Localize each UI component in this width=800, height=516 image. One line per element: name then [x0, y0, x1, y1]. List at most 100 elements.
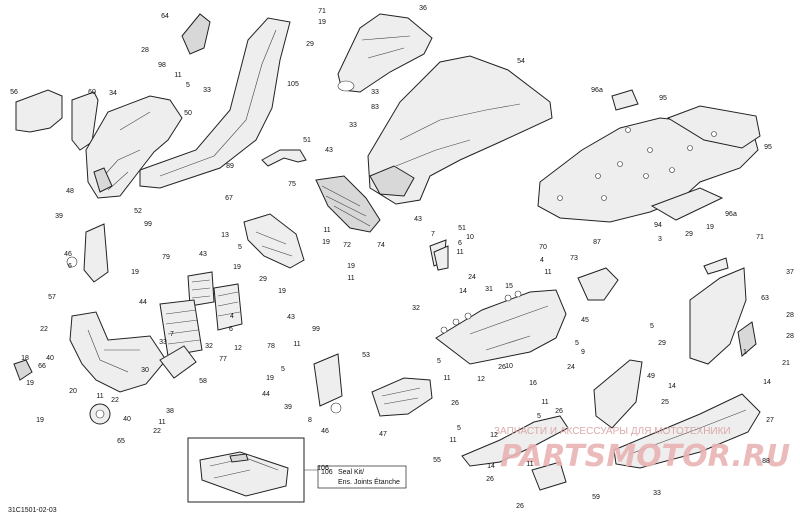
callout-label: 11: [456, 249, 463, 256]
callout-label: 20: [69, 388, 77, 395]
callout-label: 48: [66, 188, 74, 195]
callout-label: 26: [451, 400, 459, 407]
callout-label: 52: [134, 208, 142, 215]
callout-label: 33: [159, 339, 167, 346]
callout-label: 37: [786, 269, 794, 276]
callout-5: 5: [457, 425, 461, 432]
callout-26: 26: [451, 400, 459, 407]
callout-29: 29: [685, 231, 693, 238]
callout-label: 14: [668, 383, 676, 390]
callout-label: 74: [377, 242, 385, 249]
callout-96a: 96a: [725, 211, 737, 218]
callout-label: 51: [303, 137, 311, 144]
callout-label: 32: [412, 305, 420, 312]
part-floor-plate: [537, 117, 759, 223]
callout-45: 45: [581, 317, 589, 324]
callout-5: 5: [281, 366, 285, 373]
callout-label: 65: [117, 438, 125, 445]
callout-label: 26: [516, 503, 524, 510]
callout-label: 87: [593, 239, 601, 246]
callout-26: 26: [486, 476, 494, 483]
part-tail-light: [13, 359, 33, 381]
callout-39: 39: [55, 213, 63, 220]
callout-11: 11: [443, 375, 450, 382]
callout-label: 14: [763, 379, 771, 386]
callout-24: 24: [468, 274, 476, 281]
callout-label: 8: [308, 417, 312, 424]
callout-6: 6: [68, 263, 72, 270]
callout-label: 27: [766, 417, 774, 424]
callout-label: 46: [64, 251, 72, 258]
callout-75: 75: [288, 181, 296, 188]
callout-label: 5: [650, 323, 654, 330]
callout-label: 28: [786, 333, 794, 340]
callout-95: 95: [764, 144, 772, 151]
callout-label: 43: [287, 314, 295, 321]
callout-12: 12: [490, 432, 498, 439]
callout-11: 11: [174, 72, 181, 79]
callout-50: 50: [184, 110, 192, 117]
callout-label: 56: [10, 89, 18, 96]
callout-label: 29: [685, 231, 693, 238]
callout-79: 79: [162, 254, 170, 261]
part-side-rail: [139, 17, 291, 189]
callout-64: 64: [161, 13, 169, 20]
callout-label: 59: [592, 494, 600, 501]
callout-49: 49: [647, 373, 655, 380]
callout-11: 11: [96, 393, 103, 400]
seal-kit-label-line2: Ens. Joints Étanche: [338, 477, 400, 486]
callout-5: 5: [650, 323, 654, 330]
part-bracket-58: [159, 345, 197, 379]
callout-7: 7: [431, 231, 435, 238]
callout-label: 99: [312, 326, 320, 333]
callout-99: 99: [144, 221, 152, 228]
callout-25: 25: [661, 399, 669, 406]
callout-label: 71: [318, 8, 326, 15]
callout-39: 39: [284, 404, 292, 411]
callout-95: 95: [659, 95, 667, 102]
callout-label: 11: [443, 375, 450, 382]
part-side-vent-panel: [83, 223, 109, 283]
callout-label: 19: [131, 269, 139, 276]
callout-label: 10: [505, 363, 513, 370]
callout-46: 46: [64, 251, 72, 258]
callout-label: 40: [46, 355, 54, 362]
callout-10: 10: [505, 363, 513, 370]
callout-label: 6: [229, 326, 233, 333]
callout-70: 70: [539, 244, 547, 251]
callout-28: 28: [786, 312, 794, 319]
callout-11: 11: [456, 249, 463, 256]
callout-label: 54: [517, 58, 525, 65]
callout-19: 19: [318, 19, 326, 26]
callout-label: 51: [458, 225, 466, 232]
callout-label: 30: [141, 367, 149, 374]
callout-36: 36: [419, 5, 427, 12]
callout-83: 83: [371, 104, 379, 111]
callout-label: 4: [230, 313, 234, 320]
callout-98: 98: [158, 62, 166, 69]
callout-4: 4: [540, 257, 544, 264]
callout-label: 95: [764, 144, 772, 151]
callout-51: 51: [303, 137, 311, 144]
callout-label: 43: [325, 147, 333, 154]
callout-label: 7: [431, 231, 435, 238]
callout-label: 19: [266, 375, 274, 382]
part-lower-fender-49: [593, 359, 643, 429]
callout-label: 24: [567, 364, 575, 371]
callout-71: 71: [318, 8, 326, 15]
callout-label: 32: [205, 343, 213, 350]
callout-label: 95: [659, 95, 667, 102]
callout-58: 58: [199, 378, 207, 385]
callout-53: 53: [362, 352, 370, 359]
part-storage-tray: [577, 267, 619, 301]
callout-label: 11: [96, 393, 103, 400]
watermark-tagline: ЗАПЧАСТИ И АКСЕССУАРЫ ДЛЯ МОТОТЕХНИКИ: [494, 426, 731, 437]
callout-label: 29: [306, 41, 314, 48]
callout-46: 46: [321, 428, 329, 435]
part-floor-plate-right: [666, 105, 761, 149]
callout-label: 12: [477, 376, 485, 383]
callout-label: 96a: [591, 87, 603, 94]
callout-label: 98: [158, 62, 166, 69]
callout-label: 11: [174, 72, 181, 79]
